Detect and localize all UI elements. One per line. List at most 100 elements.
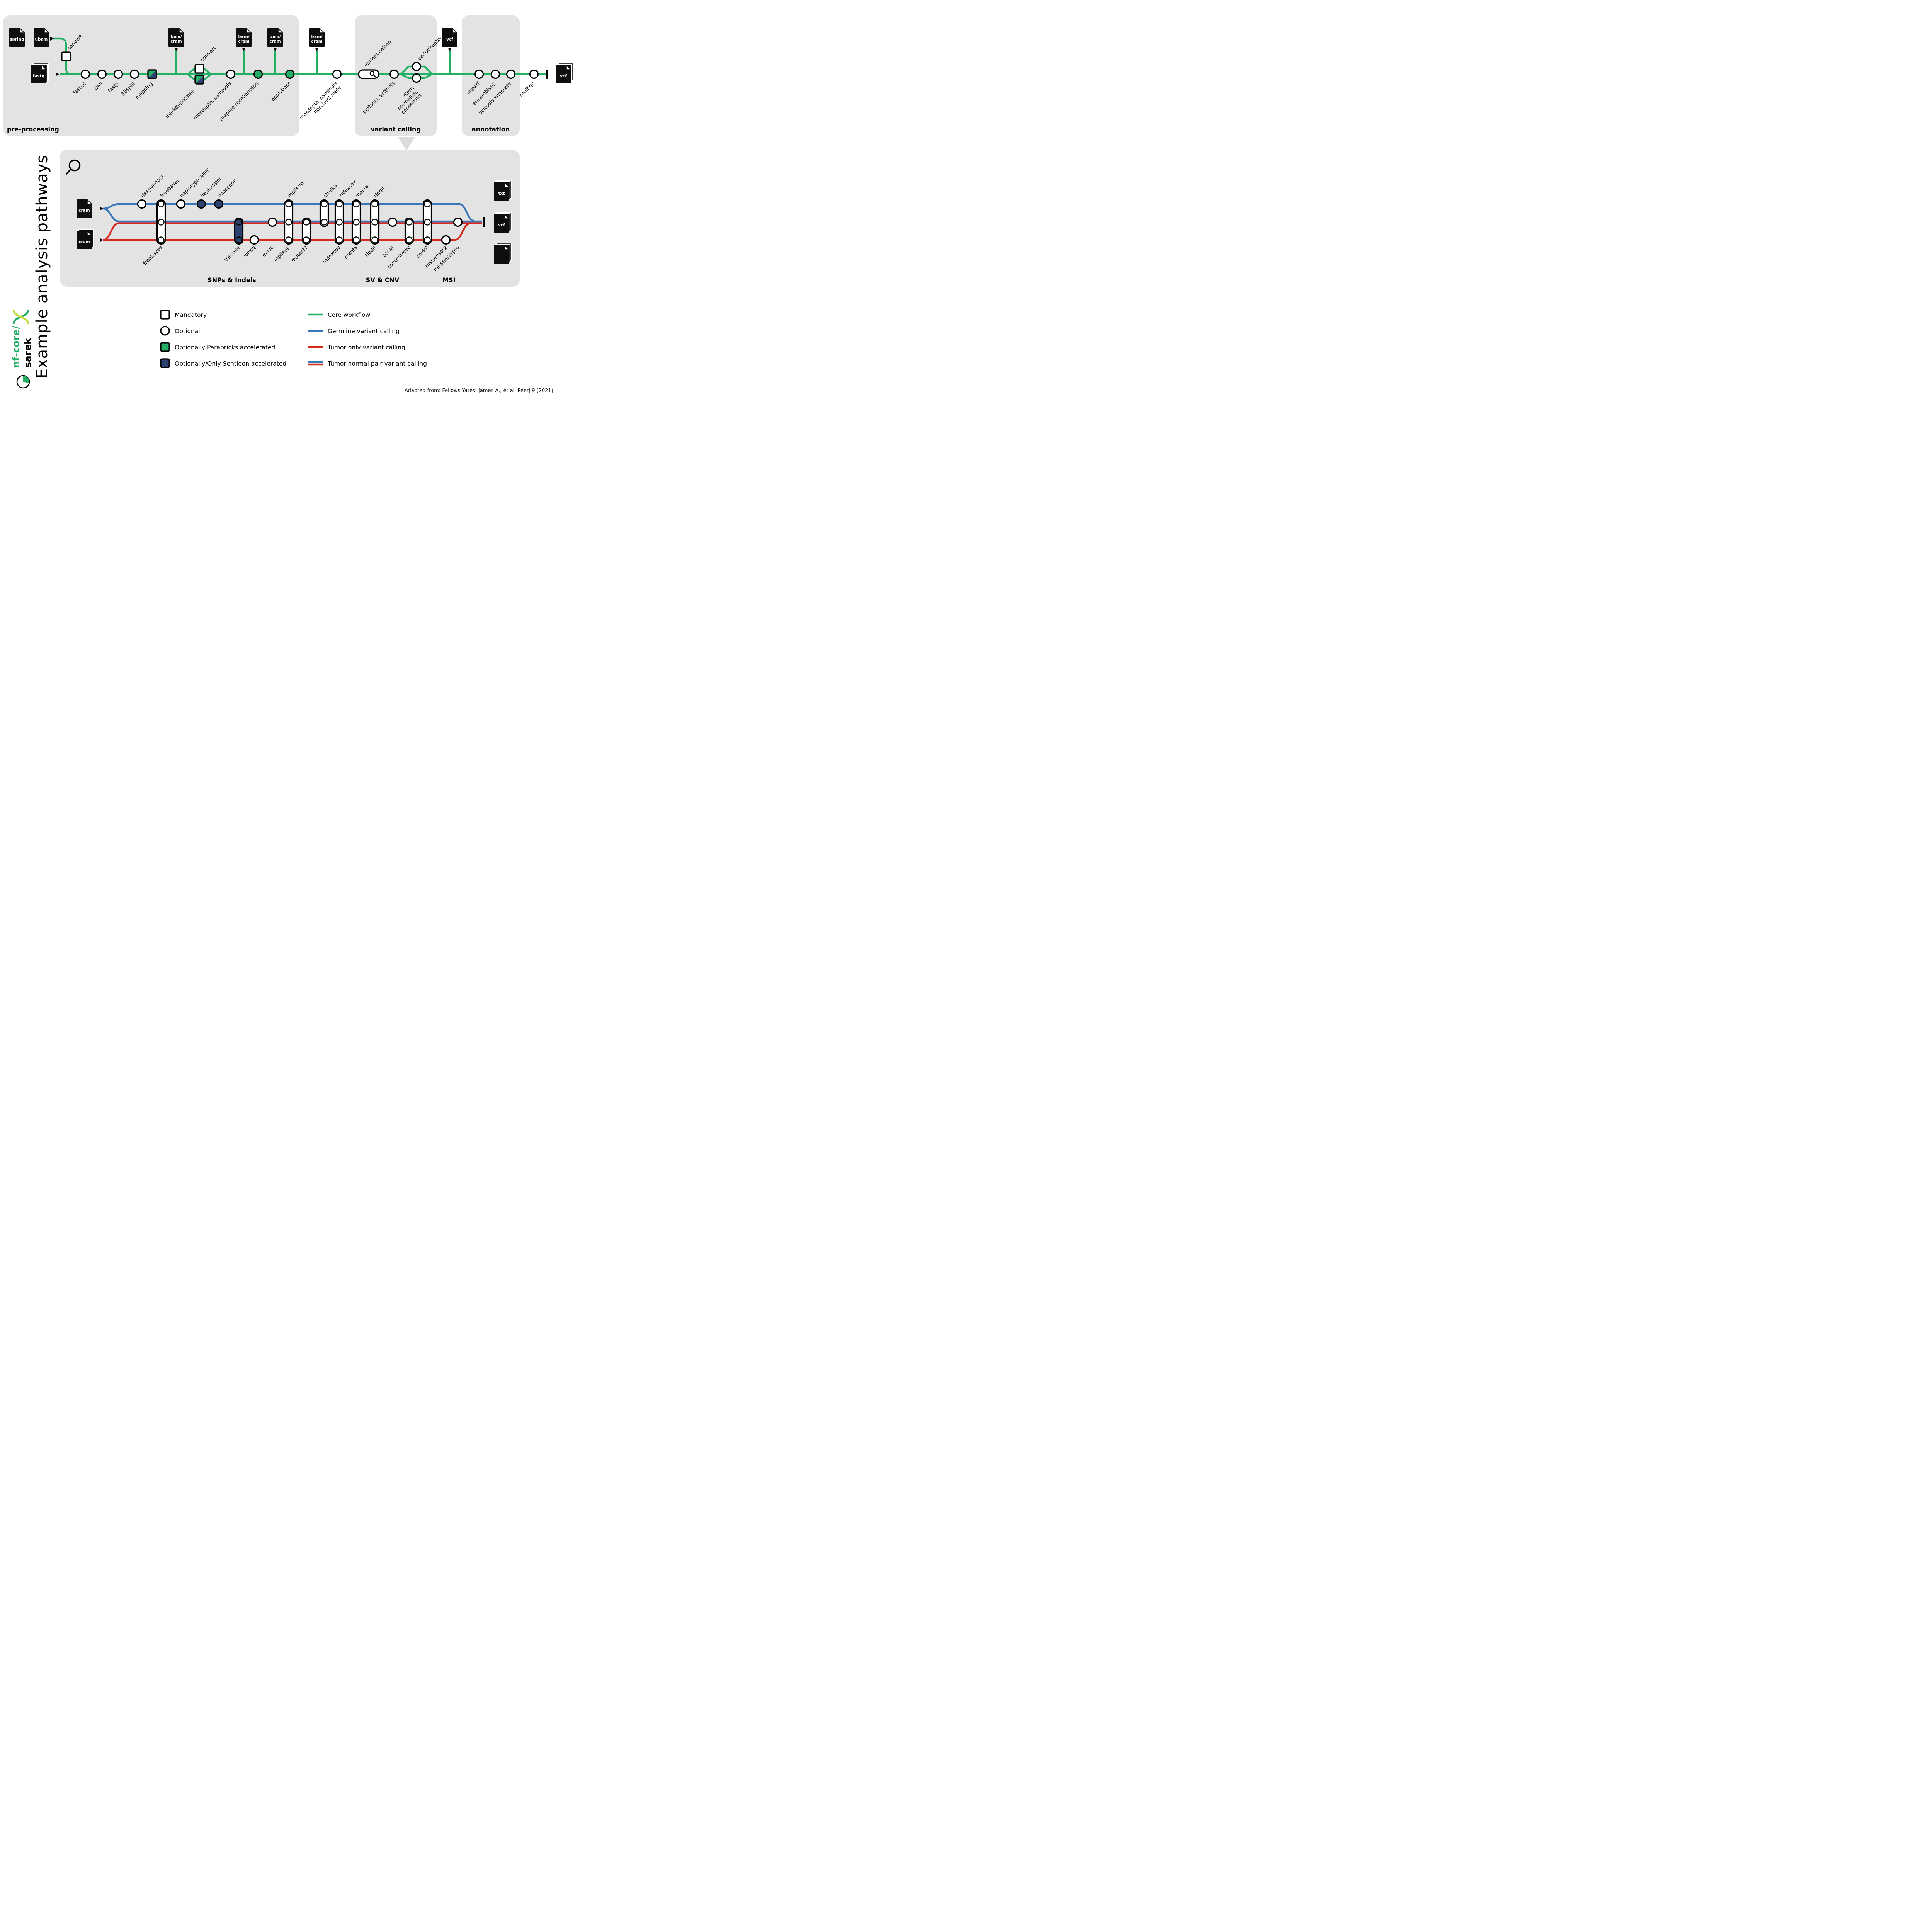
section-snps-indels: SNPs & Indels: [207, 276, 256, 284]
node-mutect2-capsule: [301, 217, 311, 245]
node-prepare-recalibration: [253, 69, 263, 79]
ubam-input-arrow-icon: [50, 37, 54, 41]
node-variant-calling-zoom: [358, 69, 379, 79]
file-icon-spring: spring: [9, 28, 25, 47]
annotation-title: annotation: [472, 126, 510, 133]
pathway-nodes: [137, 199, 463, 245]
node-umi: [97, 69, 107, 79]
svg-text:cram: cram: [78, 240, 90, 244]
legend-germline-line-label: Germline variant calling: [328, 328, 400, 335]
node-muse: [267, 217, 277, 227]
node-snpeff: [474, 69, 484, 79]
pathway-end-bar: [483, 217, 485, 227]
svg-text:...: ...: [499, 254, 504, 259]
legend: Mandatory Optional Optionally Parabricks…: [160, 310, 427, 368]
diagram-svg: pre-processing variant calling annotatio…: [3, 15, 574, 394]
file-icon-vcf-stack: vcf: [494, 211, 512, 233]
node-dnascope: [214, 199, 224, 209]
bamcram-2-arrow-icon: [242, 48, 246, 51]
svg-text:bam/cram: bam/cram: [269, 34, 281, 44]
svg-text:bam/cram: bam/cram: [170, 34, 182, 44]
file-icon-cram-normal: cram: [77, 199, 92, 218]
node-msisensorpro: [453, 217, 463, 227]
file-icon-vcf-final-stack: vcf: [556, 62, 574, 83]
logo-name: sarek: [22, 337, 33, 368]
citation: Adapted from: Fellows Yates, James A., e…: [405, 388, 555, 394]
node-freebayes-capsule: [156, 199, 166, 245]
node-strelka-capsule: [319, 199, 329, 227]
file-icon-other-stack: ...: [494, 242, 512, 264]
legend-core-line-label: Core workflow: [328, 311, 371, 318]
node-haplotyper: [196, 199, 206, 209]
legend-parabricks-icon: [160, 342, 170, 352]
node-fastqc: [80, 69, 90, 79]
legend-optional-label: Optional: [175, 328, 200, 335]
nf-core-logo: nf-core/ sarek: [10, 310, 33, 389]
svg-text:fastq: fastq: [33, 74, 44, 78]
bamcram-4-arrow-icon: [315, 48, 319, 51]
node-bcftools-vcftools: [389, 69, 399, 79]
fastq-input-arrow-icon: [56, 72, 59, 76]
node-bcftools-annotate: [506, 69, 516, 79]
cram-tumor-arrow-icon: [100, 238, 103, 242]
svg-text:cram: cram: [78, 208, 90, 213]
core-flow-markers: [50, 37, 548, 79]
cram-normal-arrow-icon: [100, 207, 103, 211]
legend-pair-line-icon: [308, 361, 323, 366]
bamcram-3-arrow-icon: [273, 48, 277, 51]
file-icon-fastq: fastq: [31, 62, 49, 83]
node-deepvariant: [137, 199, 147, 209]
node-controlfreec-capsule: [404, 217, 414, 245]
pair-red-line: [103, 222, 482, 241]
node-cnvkit-capsule: [422, 199, 432, 245]
svg-text:ubam: ubam: [35, 37, 48, 42]
svg-text:bam/cram: bam/cram: [238, 34, 250, 44]
node-tnscope-capsule: [234, 217, 244, 245]
node-lofreq: [249, 235, 259, 245]
pathway-section-labels: SNPs & Indels SV & CNV MSI: [207, 276, 456, 284]
svg-text:vcf: vcf: [446, 37, 453, 42]
svg-text:bam/cram: bam/cram: [311, 34, 323, 44]
pathway-lines: [100, 203, 485, 242]
node-convert-1: [61, 51, 71, 61]
node-indexcov-capsule: [334, 199, 344, 245]
file-icon-vcf-mid: vcf: [442, 28, 457, 47]
core-workflow-lines: [53, 37, 546, 81]
node-tiddit-capsule: [370, 199, 380, 245]
node-mpileup-capsule: [284, 199, 294, 245]
bamcram-1-arrow-icon: [174, 48, 178, 51]
node-varlociraptor: [412, 61, 422, 71]
node-bbsplit: [129, 69, 139, 79]
vcf-arrow-icon: [448, 48, 452, 51]
variant-calling-title: variant calling: [371, 126, 421, 133]
legend-pair-line-label: Tumor-normal pair variant calling: [327, 360, 427, 367]
legend-tumor-line-label: Tumor only variant calling: [327, 344, 405, 351]
file-icon-ubam: ubam: [34, 28, 49, 47]
node-ensemblvep: [490, 69, 500, 79]
svg-text:txt: txt: [498, 191, 505, 196]
preprocessing-title: pre-processing: [7, 126, 59, 133]
core-end-bar: [546, 70, 548, 79]
node-qc-ngscheckmate: [332, 69, 342, 79]
node-msisensor2: [441, 235, 451, 245]
file-icon-txt-stack: txt: [494, 180, 512, 201]
file-icon-bamcram-4: bam/cram: [309, 28, 325, 47]
dna-helix-icon: [13, 310, 29, 324]
legend-mandatory-label: Mandatory: [175, 311, 207, 318]
node-manta-capsule: [351, 199, 361, 245]
section-sv-cnv: SV & CNV: [366, 276, 400, 284]
label-qc-ngscheckmate: mosdepth, samtoolsngscheckmate: [299, 81, 343, 125]
annotation-panel: [462, 15, 520, 136]
zoom-pointer-triangle: [398, 137, 415, 151]
magnifier-icon: [66, 159, 81, 175]
page-title: Example analysis pathways: [33, 155, 51, 379]
node-fastp: [113, 69, 123, 79]
logo-prefix: nf-core/: [10, 325, 22, 368]
node-applybqsr: [285, 69, 295, 79]
section-msi: MSI: [442, 276, 455, 284]
file-icon-bamcram-3: bam/cram: [267, 28, 283, 47]
svg-text:vcf: vcf: [498, 223, 505, 228]
node-ascat: [388, 217, 398, 227]
node-multiqc: [529, 69, 539, 79]
label-multiqc: multiqc: [519, 81, 536, 98]
